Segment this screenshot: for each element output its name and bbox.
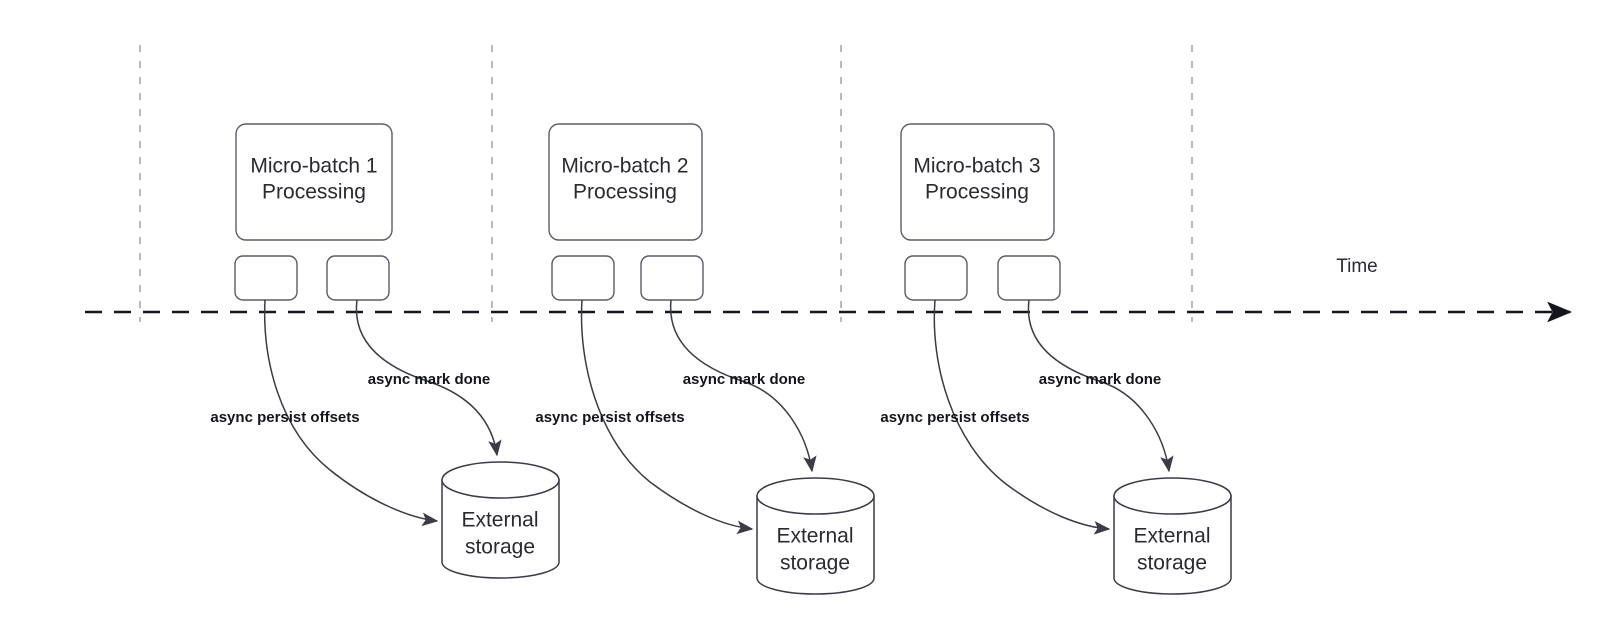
time-axis: Time [85, 256, 1573, 323]
task-box-2a[interactable] [551, 255, 615, 301]
edge-label-async-mark-done-2: async mark done [683, 371, 806, 388]
external-storage-3-label-line2: storage [1137, 552, 1207, 575]
task-box-3b[interactable] [997, 255, 1061, 301]
edge-async-persist-offsets-1 [263, 299, 439, 527]
external-storage-1-label-line2: storage [465, 536, 535, 559]
edge-label-async-mark-done-1: async mark done [368, 371, 491, 388]
batch-group-3: Micro-batch 3 Processing async persist o… [880, 123, 1232, 595]
batch-group-1: Micro-batch 1 Processing async persist o… [210, 123, 560, 579]
time-axis-label: Time [1336, 256, 1378, 277]
external-storage-3[interactable]: External storage [1113, 477, 1232, 595]
edge-label-async-persist-offsets-2: async persist offsets [535, 409, 684, 426]
task-box-3a[interactable] [904, 255, 968, 301]
external-storage-2[interactable]: External storage [756, 477, 875, 595]
task-box-1a[interactable] [234, 255, 298, 301]
edge-async-persist-offsets-2 [580, 299, 754, 535]
micro-batch-1-box[interactable] [235, 123, 393, 241]
micro-batch-3-label-line1: Micro-batch 3 [913, 155, 1040, 178]
edge-async-persist-offsets-3 [933, 299, 1111, 535]
edge-async-mark-done-1 [355, 299, 502, 457]
micro-batch-3-label-line2: Processing [925, 181, 1029, 204]
edge-label-async-persist-offsets-1: async persist offsets [210, 409, 359, 426]
batch-group-2: Micro-batch 2 Processing async persist o… [535, 123, 875, 595]
micro-batch-1-label-line1: Micro-batch 1 [250, 155, 377, 178]
micro-batch-2-label-line1: Micro-batch 2 [561, 155, 688, 178]
external-storage-2-label-line1: External [776, 525, 853, 548]
external-storage-3-label-line1: External [1133, 525, 1210, 548]
batch-boundary-separators [139, 45, 1193, 322]
external-storage-1[interactable]: External storage [441, 461, 560, 579]
micro-batch-2-label-line2: Processing [573, 181, 677, 204]
edge-label-async-mark-done-3: async mark done [1039, 371, 1162, 388]
external-storage-1-label-line1: External [461, 509, 538, 532]
edge-async-mark-done-2 [669, 299, 817, 473]
external-storage-2-label-line2: storage [780, 552, 850, 575]
task-box-1b[interactable] [326, 255, 390, 301]
task-box-2b[interactable] [640, 255, 704, 301]
micro-batch-3-box[interactable] [900, 123, 1055, 241]
edge-label-async-persist-offsets-3: async persist offsets [880, 409, 1029, 426]
edge-async-mark-done-3 [1027, 299, 1174, 473]
micro-batch-2-box[interactable] [548, 123, 703, 241]
micro-batch-1-label-line2: Processing [262, 181, 366, 204]
